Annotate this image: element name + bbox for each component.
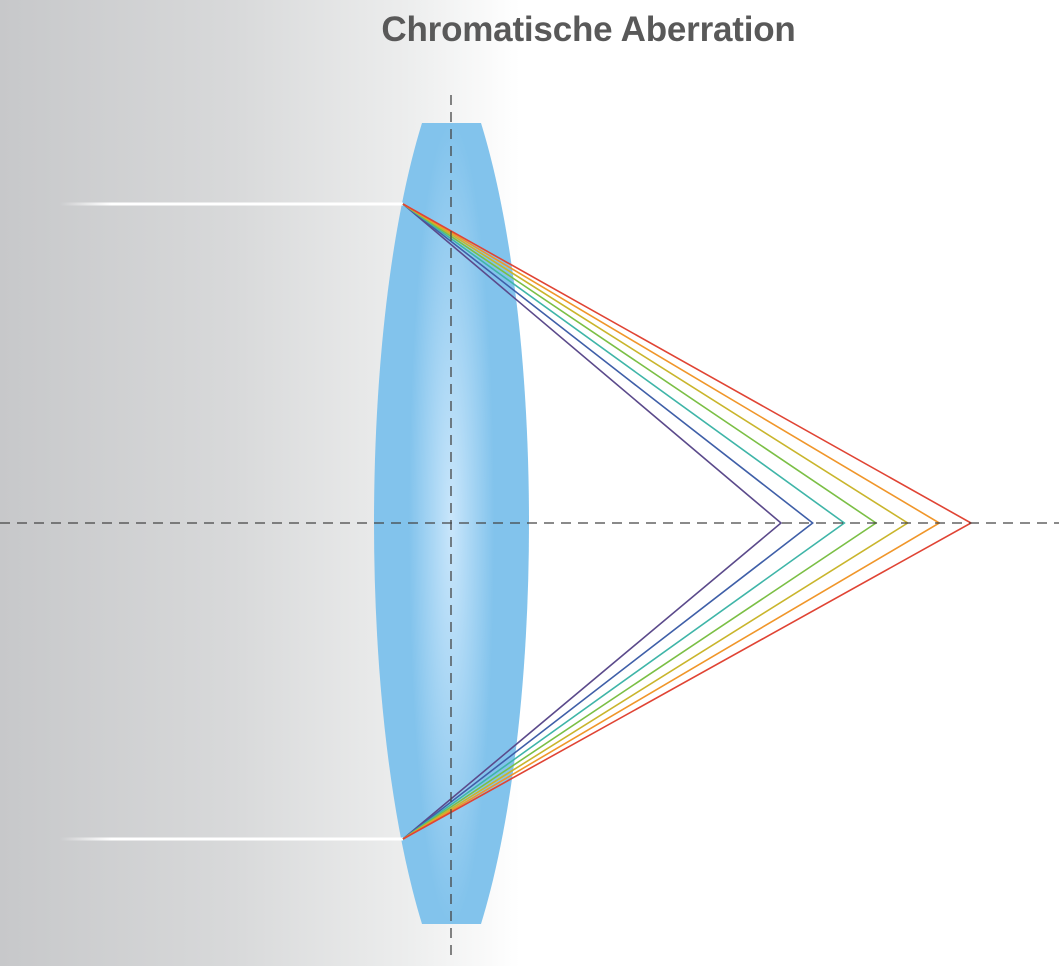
page-title: Chromatische Aberration bbox=[381, 10, 796, 49]
spectral-ray-1 bbox=[402, 203, 783, 840]
spectral-ray-2 bbox=[402, 203, 814, 840]
spectral-ray-3 bbox=[402, 203, 846, 840]
